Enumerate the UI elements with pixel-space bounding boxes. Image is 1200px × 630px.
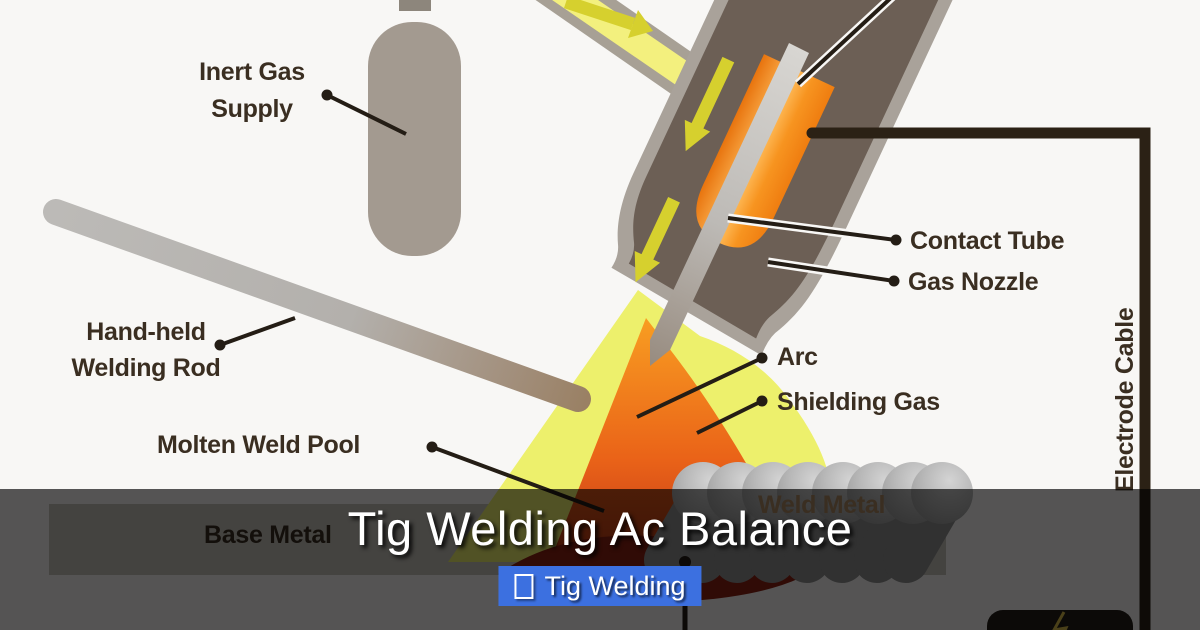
label-shielding-gas: Shielding Gas: [777, 388, 940, 416]
label-electrode-cable: Electrode Cable: [1111, 307, 1139, 492]
electrode-leader-line: [796, 0, 892, 86]
gas-flow-arrowhead-hose: [628, 10, 653, 38]
gas-flow-arrow-hose: [563, 0, 636, 31]
welding-rod: [43, 199, 591, 412]
label-gas-nozzle: Gas Nozzle: [908, 268, 1039, 296]
gas-hose-core: [552, 0, 704, 94]
label-contact-tube: Contact Tube: [910, 227, 1065, 255]
label-hand-held-line1: Hand-held: [86, 318, 206, 346]
label-weld-metal: Weld Metal: [758, 491, 885, 519]
leader-dots: [214, 89, 902, 568]
label-inert-gas-line1: Inert Gas: [199, 58, 305, 86]
label-inert-gas-line2: Supply: [211, 95, 293, 123]
label-molten-weld-pool: Molten Weld Pool: [157, 431, 360, 459]
gas-cylinder: [368, 22, 461, 256]
card-overlay-band: [0, 489, 1200, 630]
gas-flow-arrowhead-1: [684, 119, 711, 152]
gas-flow-arrowhead-2: [634, 250, 661, 283]
tungsten-electrode: [650, 43, 809, 366]
label-hand-held-line2: Welding Rod: [72, 354, 221, 382]
electrode-cable-line: [806, 127, 1151, 630]
badge-label: Tig Welding: [544, 570, 686, 601]
gas-flow-arrows-torch: [640, 56, 735, 263]
page-title: Tig Welding Ac Balance: [347, 502, 853, 555]
cylinder-valve: [399, 0, 431, 11]
category-badge-button[interactable]: Tig Welding: [498, 566, 702, 606]
badge-placeholder-icon: [514, 573, 534, 599]
label-arc: Arc: [777, 343, 818, 371]
